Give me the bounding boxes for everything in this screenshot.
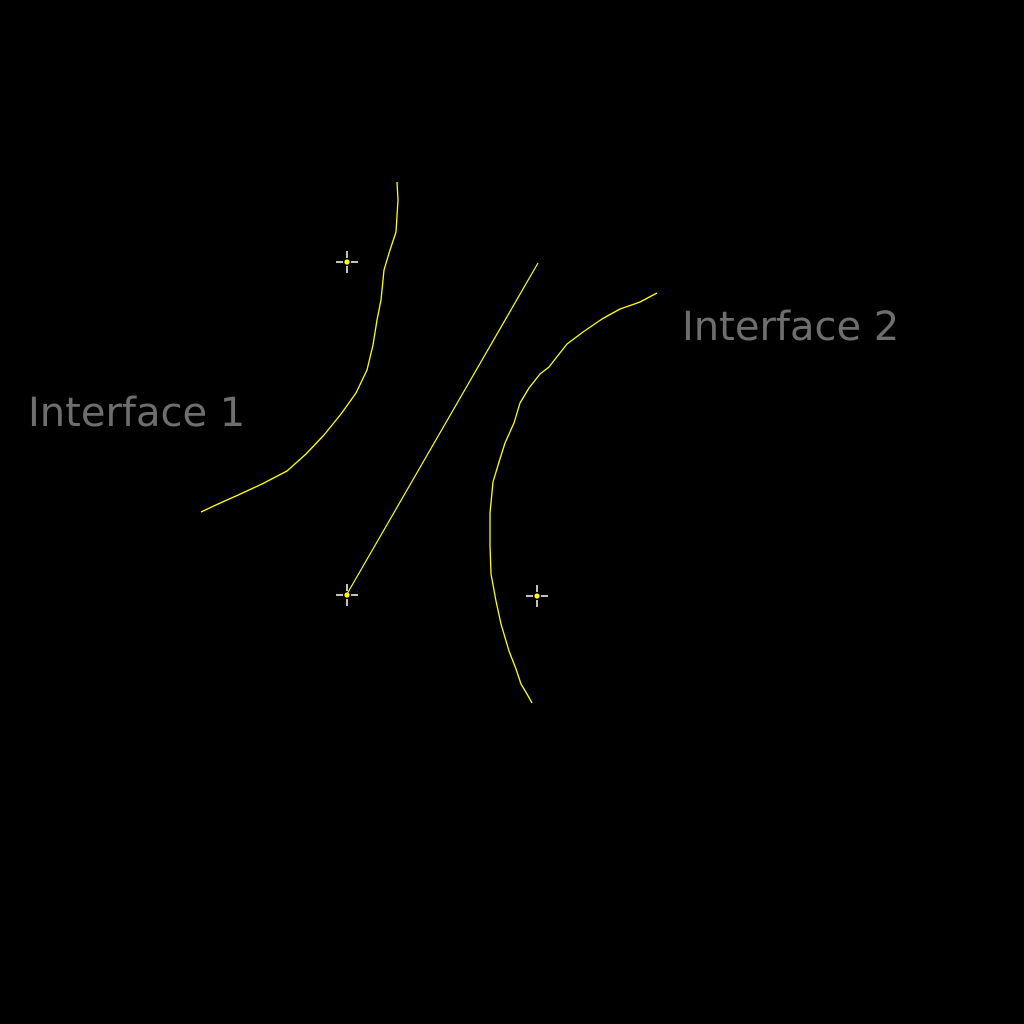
interface-2-label: Interface 2: [682, 304, 899, 350]
crosshair-marker-icon: [526, 585, 548, 607]
crosshair-marker-icon: [336, 584, 358, 606]
interface-1-label: Interface 1: [28, 390, 245, 436]
interface-2-curve: [489, 292, 658, 704]
crosshair-marker-icon: [336, 251, 358, 273]
connector-line: [346, 262, 539, 595]
interface-1-curve: [200, 181, 399, 513]
